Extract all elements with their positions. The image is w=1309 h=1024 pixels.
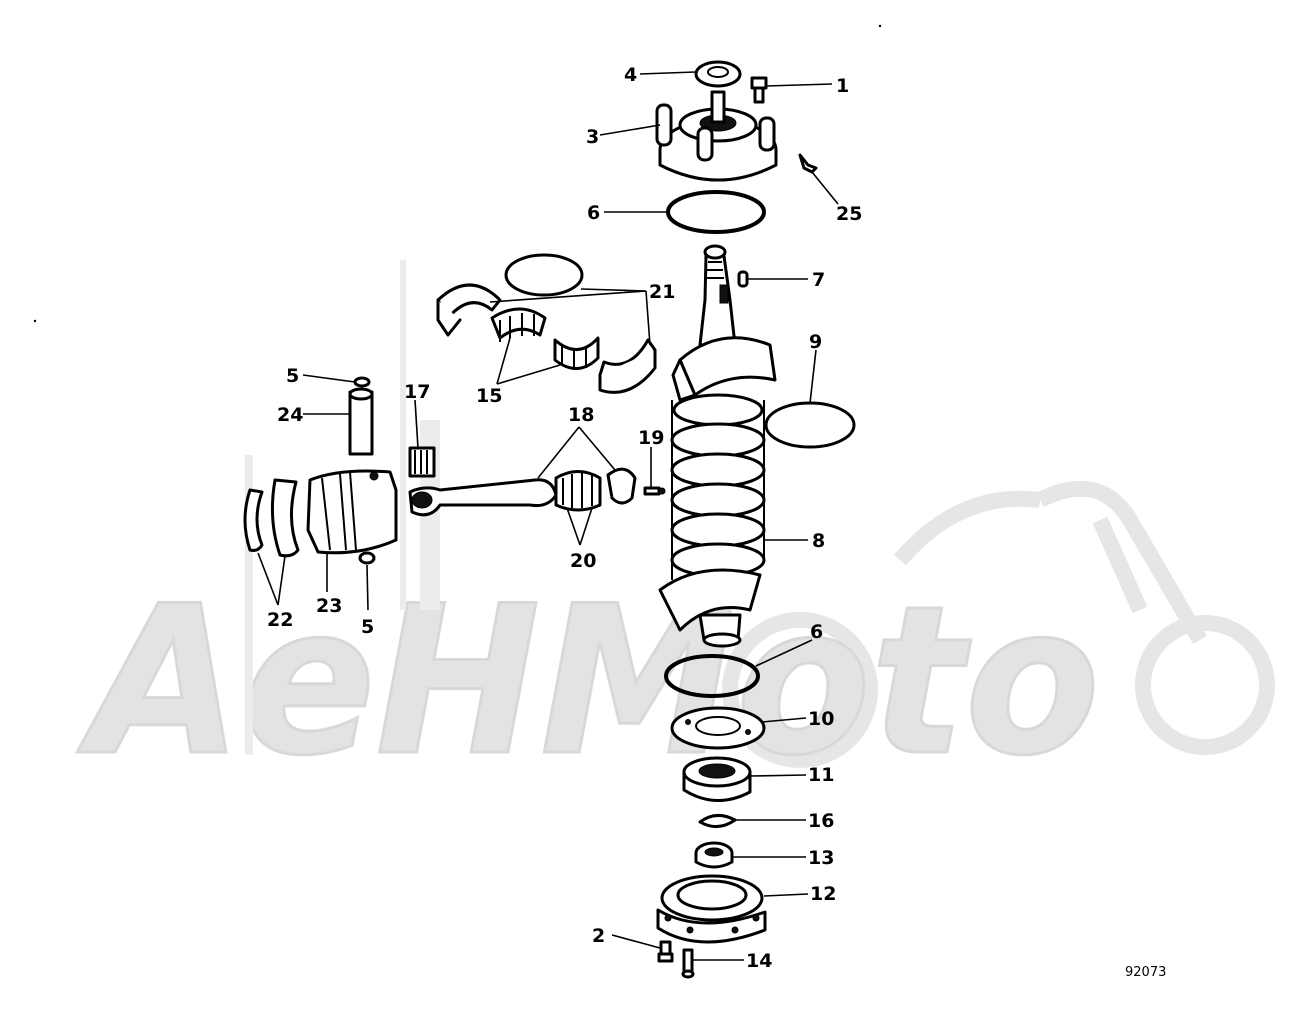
part-13-seal [694,841,734,869]
callout-11: 11 [808,764,834,786]
motorcycle-watermark-icon [722,480,1275,768]
callout-24: 24 [277,404,303,426]
callout-21: 21 [649,281,675,303]
part-21-bearing-set [436,253,657,394]
part-19-screw [643,486,666,496]
speck [33,319,37,323]
callout-3: 3 [586,126,599,148]
part-5-clip-lower [358,551,376,565]
callout-12: 12 [810,883,836,905]
part-22-piston-rings [243,478,300,558]
part-17-needle-bearing [408,446,436,478]
callout-8: 8 [812,530,825,552]
part-10-plate [670,706,766,750]
part-16-snap-ring [698,814,737,828]
reference-number: 92073 [1125,965,1166,980]
callout-18: 18 [568,404,594,426]
callout-5: 5 [361,616,374,638]
callout-14: 14 [746,950,772,972]
speck [878,24,882,28]
callout-23: 23 [316,595,342,617]
part-20-bearing-cage [554,470,602,512]
leader-lines [257,71,839,961]
callout-9: 9 [809,331,822,353]
part-1-screw [750,76,768,104]
callout-20: 20 [570,550,596,572]
callout-6: 6 [810,621,823,643]
part-12-lower-housing [656,874,767,944]
callout-16: 16 [808,810,834,832]
part-24-piston-pin [348,387,374,456]
part-23-piston [306,469,398,555]
callout-labels: 4 1 3 25 6 21 7 9 15 5 24 17 18 19 20 8 … [267,64,862,972]
part-9-ring [764,401,856,449]
part-7-key [737,270,749,288]
callout-1: 1 [836,75,849,97]
watermark-text: AeHMoto [77,563,1100,801]
callout-5: 5 [286,365,299,387]
part-25-clip [798,153,818,174]
part-18-retainer [606,467,637,505]
callout-13: 13 [808,847,834,869]
part-15-needle-cages [490,307,600,370]
part-11-ball-bearing [682,756,752,802]
part-14-bolt [681,948,695,979]
part-2-bolt [657,940,674,963]
part-3-upper-housing [655,90,778,182]
part-5-clip-upper [353,376,371,388]
callout-2: 2 [592,925,605,947]
callout-6: 6 [587,202,600,224]
part-6-o-ring-lower [664,654,760,698]
part-4-seal [694,60,742,88]
part-6-o-ring-upper [666,190,766,234]
callout-19: 19 [638,427,664,449]
part-8-crankshaft [658,244,777,648]
callout-7: 7 [812,269,825,291]
callout-17: 17 [404,381,430,403]
callout-22: 22 [267,609,293,631]
callout-10: 10 [808,708,834,730]
callout-4: 4 [624,64,637,86]
callout-25: 25 [836,203,862,225]
callout-15: 15 [476,385,502,407]
